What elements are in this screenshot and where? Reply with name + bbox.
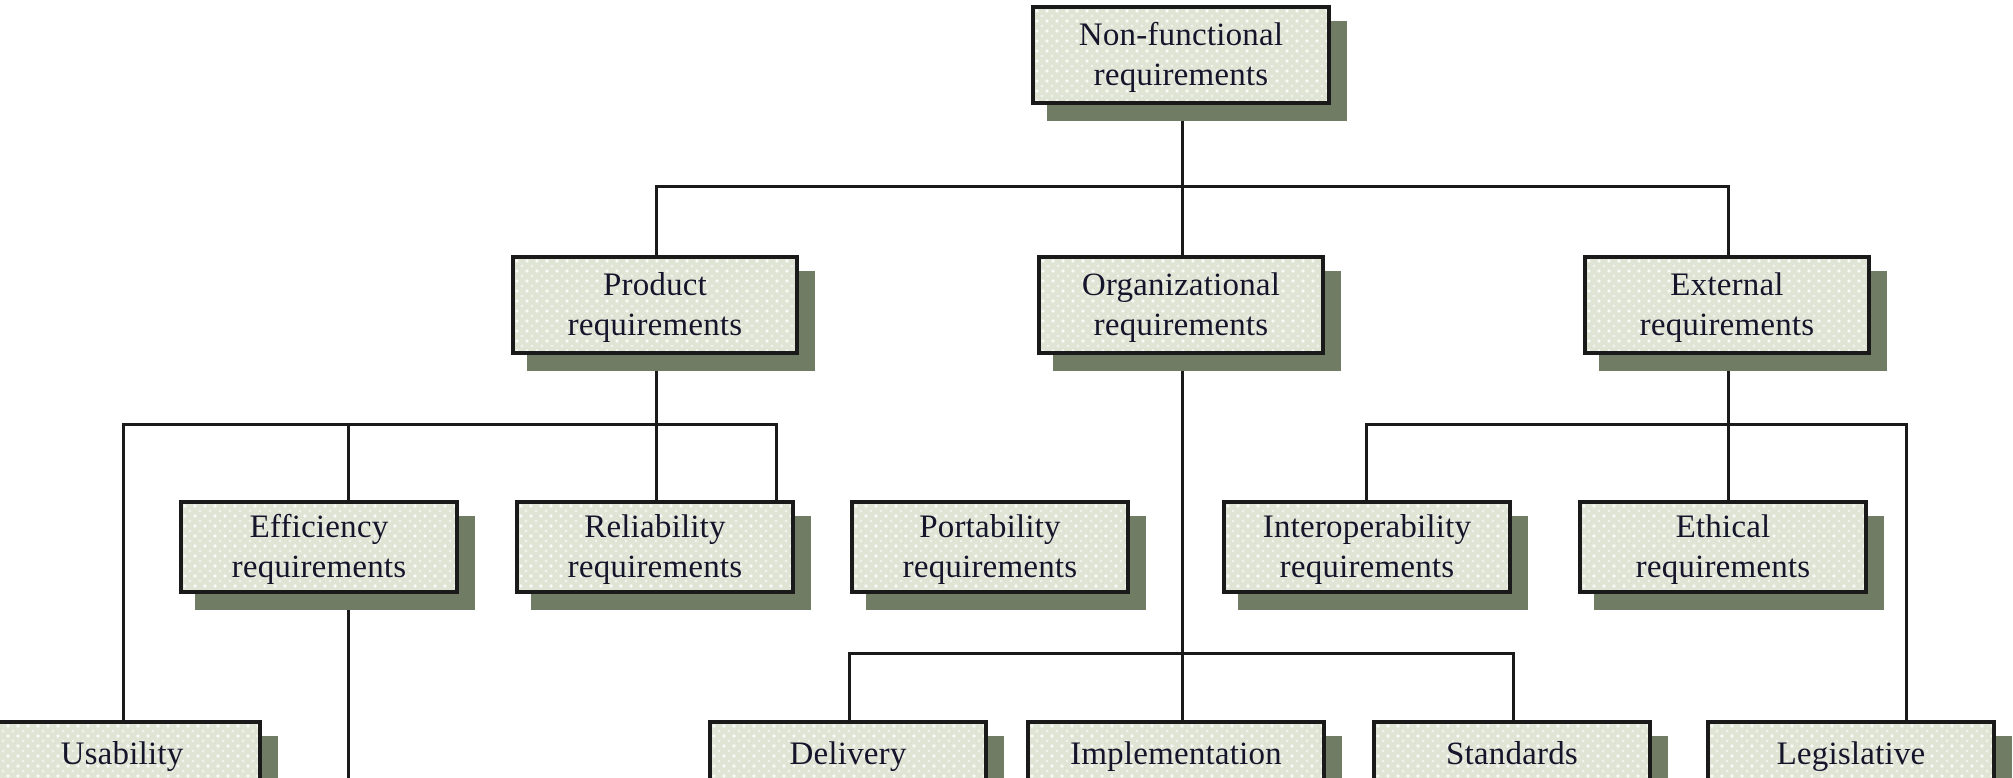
node-label-line1: Standards	[1446, 736, 1578, 772]
node-legislative[interactable]: Legislative	[1706, 720, 2012, 778]
node-label-line1: Efficiency	[249, 508, 389, 545]
node-product-requirements[interactable]: Product requirements	[511, 255, 815, 371]
node-label-line2: requirements	[1639, 306, 1815, 343]
edge-to-usability	[122, 423, 125, 720]
node-usability[interactable]: Usability	[0, 720, 278, 778]
edge-efficiency-stem	[347, 593, 350, 778]
node-external-requirements[interactable]: External requirements	[1583, 255, 1887, 371]
edge-to-efficiency	[347, 423, 350, 503]
node-box: Legislative	[1706, 720, 1996, 778]
node-label-line2: requirements	[1093, 306, 1269, 343]
node-label-line1: Organizational	[1081, 266, 1281, 303]
node-label-line1: Reliability	[584, 508, 726, 545]
node-box: Standards	[1372, 720, 1652, 778]
node-label-line1: Interoperability	[1262, 508, 1472, 545]
node-box: Ethical requirements	[1578, 500, 1868, 594]
node-label-line1: Delivery	[789, 736, 907, 772]
node-delivery[interactable]: Delivery	[708, 720, 1004, 778]
node-label-line1: Ethical	[1675, 508, 1771, 545]
node-organizational-requirements[interactable]: Organizational requirements	[1037, 255, 1341, 371]
node-label-line2: requirements	[1279, 548, 1455, 585]
node-efficiency-requirements[interactable]: Efficiency requirements	[179, 500, 475, 610]
edge-to-interoperability	[1365, 423, 1368, 503]
node-label-line1: External	[1670, 266, 1784, 303]
node-implementation[interactable]: Implementation	[1026, 720, 1342, 778]
edge-external-stem	[1727, 356, 1730, 426]
edge-to-reliability	[655, 423, 658, 503]
node-box: Usability	[0, 720, 262, 778]
node-box: Organizational requirements	[1037, 255, 1325, 355]
node-ethical-requirements[interactable]: Ethical requirements	[1578, 500, 1884, 610]
node-portability-requirements[interactable]: Portability requirements	[850, 500, 1146, 610]
edge-to-delivery	[848, 652, 851, 720]
node-label-line2: requirements	[567, 306, 743, 343]
node-box: Portability requirements	[850, 500, 1130, 594]
node-box: Efficiency requirements	[179, 500, 459, 594]
node-non-functional-requirements[interactable]: Non-functional requirements	[1031, 5, 1347, 121]
node-interoperability-requirements[interactable]: Interoperability requirements	[1222, 500, 1528, 610]
edge-to-external	[1727, 185, 1730, 257]
node-reliability-requirements[interactable]: Reliability requirements	[515, 500, 811, 610]
node-label-line1: Non-functional	[1078, 16, 1284, 53]
edge-level2-bus	[655, 185, 1730, 188]
node-box: Reliability requirements	[515, 500, 795, 594]
node-label-line1: Legislative	[1776, 736, 1926, 772]
node-standards[interactable]: Standards	[1372, 720, 1668, 778]
node-label-line1: Usability	[60, 736, 184, 772]
edge-root-stem	[1181, 103, 1184, 187]
node-label-line1: Product	[602, 266, 708, 303]
edge-organizational-bus	[848, 652, 1515, 655]
node-label-line1: Implementation	[1070, 736, 1282, 772]
node-box: Non-functional requirements	[1031, 5, 1331, 105]
edge-to-product	[655, 185, 658, 257]
edge-to-ethical	[1727, 423, 1730, 503]
node-box: Product requirements	[511, 255, 799, 355]
node-label-line2: requirements	[902, 548, 1078, 585]
node-box: Delivery	[708, 720, 988, 778]
node-box: Interoperability requirements	[1222, 500, 1512, 594]
node-box: Implementation	[1026, 720, 1326, 778]
edge-to-portability	[775, 423, 778, 503]
node-label-line2: requirements	[567, 548, 743, 585]
node-label-line2: requirements	[231, 548, 407, 585]
edge-organizational-stem	[1181, 356, 1184, 720]
edge-product-stem	[655, 356, 658, 426]
edge-to-organizational	[1181, 185, 1184, 257]
edge-external-bus	[1365, 423, 1908, 426]
node-label-line1: Portability	[919, 508, 1061, 545]
node-box: External requirements	[1583, 255, 1871, 355]
edge-to-legislative	[1905, 423, 1908, 720]
node-label-line2: requirements	[1093, 56, 1269, 93]
node-label-line2: requirements	[1635, 548, 1811, 585]
edge-product-bus	[122, 423, 778, 426]
edge-to-standards	[1512, 652, 1515, 720]
